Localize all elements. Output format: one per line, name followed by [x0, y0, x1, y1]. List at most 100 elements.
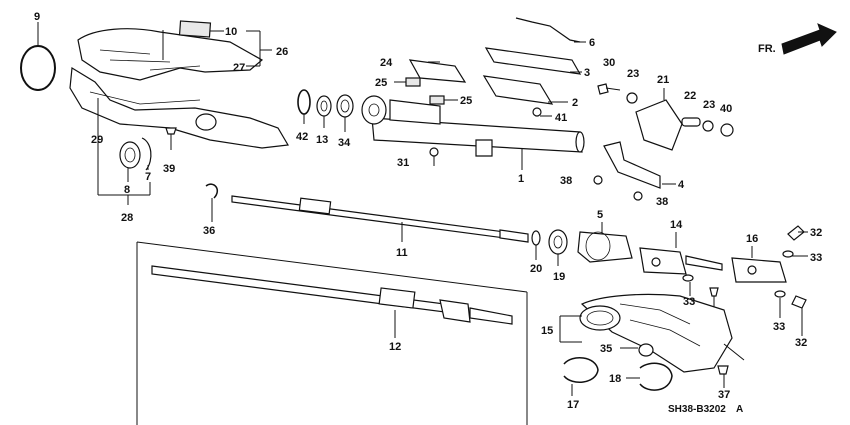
- callout-33-a: 33: [810, 252, 822, 264]
- callout-33-c: 33: [773, 321, 785, 333]
- callout-23-b: 23: [703, 99, 715, 111]
- callout-21: 21: [657, 74, 669, 86]
- callout-3: 3: [584, 67, 590, 79]
- part-10-label-plate: [178, 20, 212, 38]
- callout-23-a: 23: [627, 68, 639, 80]
- part-33-washer-b: [782, 250, 794, 258]
- part-25-clip-b: [429, 95, 445, 105]
- callout-32-b: 32: [795, 337, 807, 349]
- callout-31: 31: [397, 157, 409, 169]
- part-40-nut: [720, 123, 734, 137]
- part-35-clip: [638, 343, 654, 357]
- callout-2: 2: [572, 97, 578, 109]
- front-direction-label: FR.: [758, 43, 776, 55]
- callout-38-b: 38: [656, 196, 668, 208]
- callout-24: 24: [380, 57, 393, 69]
- part-14-universal-joint: [639, 247, 723, 275]
- part-37-bolt: [717, 365, 729, 375]
- part-24-bracket: [408, 59, 467, 83]
- callout-4: 4: [678, 179, 685, 191]
- part-23-nut-a: [626, 92, 638, 104]
- callout-34: 34: [338, 137, 351, 149]
- callout-1: 1: [518, 173, 524, 185]
- part-21-bracket: [635, 99, 683, 151]
- part-3-bracket: [484, 47, 582, 75]
- part-16-universal-joint: [731, 257, 787, 283]
- part-7-clip: [141, 137, 152, 171]
- part-9-snap-ring: [20, 22, 56, 91]
- part-31-bolt: [429, 147, 439, 166]
- callout-25-a: 25: [375, 77, 387, 89]
- callout-10: 10: [225, 26, 237, 38]
- part-22-spacer: [681, 117, 701, 127]
- part-34-bearing: [336, 94, 354, 118]
- part-32-bolt-a: [709, 287, 719, 297]
- part-1-column-pipe: [361, 95, 585, 157]
- diagram-code-suffix: A: [736, 404, 743, 415]
- callout-30: 30: [603, 57, 615, 69]
- part-13-washer: [316, 95, 332, 117]
- part-32-bolt-b: [787, 225, 805, 241]
- part-20-snap-ring: [531, 230, 541, 246]
- callout-27: 27: [233, 62, 245, 74]
- diagram-code: SH38-B3202: [668, 404, 726, 415]
- callout-15: 15: [541, 325, 553, 337]
- part-33-washer-c: [774, 290, 786, 298]
- part-23-nut-b: [702, 120, 714, 132]
- part-26-column-cover-upper: [77, 28, 264, 81]
- callout-8: 8: [124, 184, 130, 196]
- callout-32-a: 32: [810, 227, 822, 239]
- part-12-lower-shaft: [151, 265, 513, 325]
- callout-39: 39: [163, 163, 175, 175]
- part-11-upper-shaft: [231, 195, 529, 243]
- callout-38-a: 38: [560, 175, 572, 187]
- callout-22: 22: [684, 90, 696, 102]
- callout-18: 18: [609, 373, 621, 385]
- callout-12: 12: [389, 341, 401, 353]
- callout-6: 6: [589, 37, 595, 49]
- part-42-snap-ring: [297, 89, 311, 115]
- callout-16: 16: [746, 233, 758, 245]
- callout-25-b: 25: [460, 95, 472, 107]
- part-15-boot-assembly: [579, 293, 733, 373]
- part-18-band: [639, 362, 673, 391]
- callout-41: 41: [555, 112, 567, 124]
- part-8-bushing: [119, 141, 141, 169]
- callout-19: 19: [553, 271, 565, 283]
- callout-11: 11: [396, 247, 408, 259]
- callout-36: 36: [203, 225, 215, 237]
- part-4-bracket: [603, 141, 661, 189]
- callout-29: 29: [91, 134, 103, 146]
- part-38-bolt-a: [593, 175, 603, 185]
- callout-26: 26: [276, 46, 288, 58]
- callout-37: 37: [718, 389, 730, 401]
- part-38-bolt-b: [633, 191, 643, 201]
- callout-17: 17: [567, 399, 579, 411]
- callout-33-b: 33: [683, 296, 695, 308]
- part-36-clip: [205, 183, 218, 199]
- part-6-wire-spring: [515, 17, 581, 43]
- callout-42: 42: [296, 131, 308, 143]
- part-33-washer-a: [682, 274, 694, 282]
- callout-20: 20: [530, 263, 542, 275]
- front-direction-arrow: FR.: [758, 23, 837, 55]
- callout-7: 7: [145, 171, 151, 183]
- part-17-band: [563, 357, 599, 383]
- part-32-bolt-c: [791, 295, 807, 309]
- part-39-screw: [165, 127, 177, 150]
- part-5-housing: [577, 231, 633, 263]
- callout-14: 14: [670, 219, 683, 231]
- callout-5: 5: [597, 209, 603, 221]
- callout-40: 40: [720, 103, 732, 115]
- part-12-group-frame: [136, 241, 528, 425]
- part-2-bracket: [482, 75, 554, 105]
- part-41-bolt: [532, 107, 542, 117]
- part-30-bolt: [597, 83, 621, 95]
- callout-28: 28: [121, 212, 133, 224]
- callout-9: 9: [34, 11, 40, 23]
- part-25-clip-a: [405, 77, 421, 87]
- callout-13: 13: [316, 134, 328, 146]
- part-19-bushing: [548, 229, 568, 255]
